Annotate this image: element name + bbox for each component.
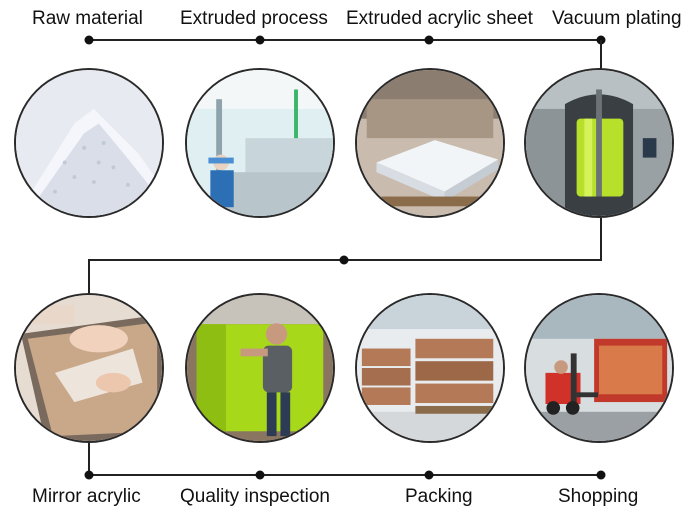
photo-extruded-process: [185, 68, 335, 218]
photo-quality-inspection: [185, 293, 335, 443]
timeline-dot: [424, 35, 434, 45]
step-label-mirror-acrylic: Mirror acrylic: [32, 486, 141, 507]
timeline-dot: [84, 470, 94, 480]
timeline-dot: [255, 470, 265, 480]
step-label-packing: Packing: [405, 486, 473, 507]
bottom-timeline-line: [89, 474, 601, 476]
photo-packing: [355, 293, 505, 443]
photo-vacuum-plating: [524, 68, 674, 218]
connector-line: [88, 259, 90, 299]
top-timeline-line: [89, 39, 601, 41]
step-label-shopping: Shopping: [558, 486, 639, 507]
timeline-dot: [596, 470, 606, 480]
step-label-quality-inspection: Quality inspection: [180, 486, 330, 507]
step-label-extruded-process: Extruded process: [180, 8, 328, 29]
connector-line: [600, 218, 602, 260]
photo-extruded-acrylic-sheet: [355, 68, 505, 218]
step-label-vacuum-plating: Vacuum plating: [552, 8, 682, 29]
photo-mirror-acrylic: [14, 293, 164, 443]
photo-shopping: [524, 293, 674, 443]
timeline-dot: [84, 35, 94, 45]
photo-raw-material: [14, 68, 164, 218]
timeline-dot: [339, 255, 349, 265]
connector-line: [88, 443, 90, 475]
step-label-raw-material: Raw material: [32, 8, 143, 29]
connector-line: [600, 40, 602, 70]
step-label-extruded-acrylic-sheet: Extruded acrylic sheet: [346, 8, 533, 29]
timeline-dot: [255, 35, 265, 45]
timeline-dot: [424, 470, 434, 480]
